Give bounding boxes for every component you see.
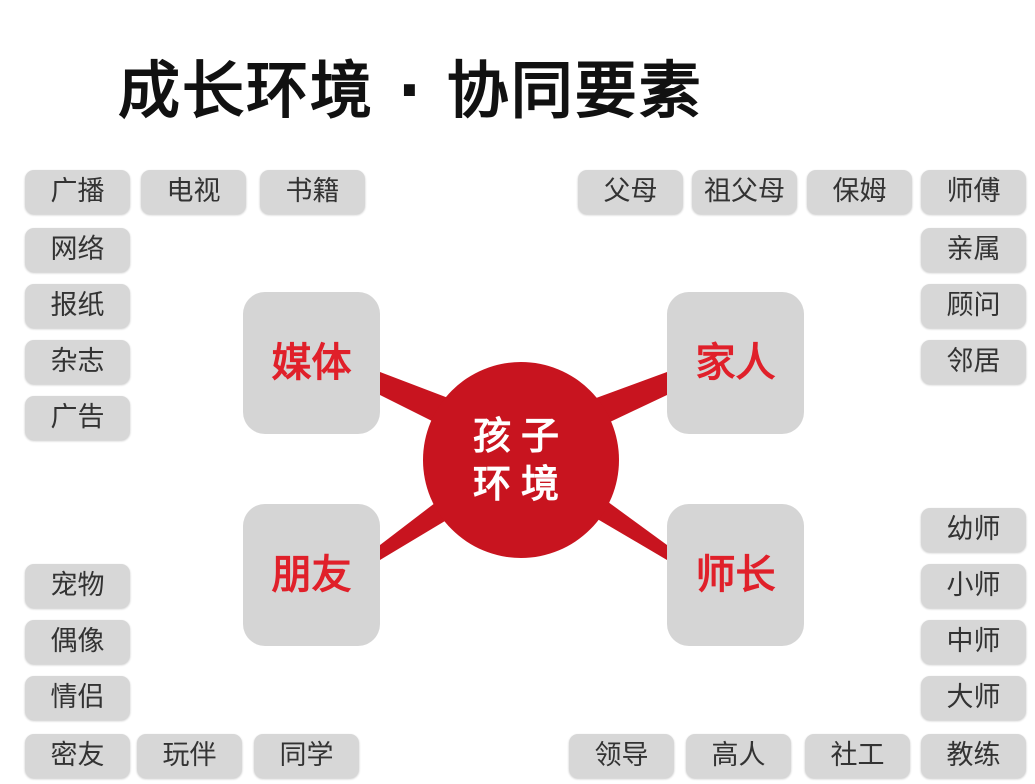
teacher-tag: 高人: [686, 734, 791, 778]
center-node: 孩子 环境: [423, 362, 619, 558]
page-title: 成长环境 · 协同要素: [118, 54, 703, 127]
friend-tag: 情侣: [25, 676, 130, 720]
media-tag: 广播: [25, 170, 130, 214]
family-tag: 邻居: [921, 340, 1026, 384]
family-tag: 父母: [578, 170, 683, 214]
media-tag: 书籍: [260, 170, 365, 214]
family-tag: 顾问: [921, 284, 1026, 328]
teacher-tag: 领导: [569, 734, 674, 778]
category-teachers: 师长: [667, 504, 804, 646]
teacher-tag: 幼师: [921, 508, 1026, 552]
friend-tag: 玩伴: [137, 734, 242, 778]
family-tag: 亲属: [921, 228, 1026, 272]
media-tag: 网络: [25, 228, 130, 272]
family-tag: 师傅: [921, 170, 1026, 214]
friend-tag: 偶像: [25, 620, 130, 664]
family-tag: 祖父母: [692, 170, 797, 214]
teacher-tag: 教练: [921, 734, 1026, 778]
media-tag: 广告: [25, 396, 130, 440]
media-tag: 报纸: [25, 284, 130, 328]
category-family: 家人: [667, 292, 804, 434]
category-media: 媒体: [243, 292, 380, 434]
teacher-tag: 社工: [805, 734, 910, 778]
media-tag: 杂志: [25, 340, 130, 384]
family-tag: 保姆: [807, 170, 912, 214]
teacher-tag: 小师: [921, 564, 1026, 608]
friend-tag: 宠物: [25, 564, 130, 608]
category-friends: 朋友: [243, 504, 380, 646]
friend-tag: 同学: [254, 734, 359, 778]
friend-tag: 密友: [25, 734, 130, 778]
media-tag: 电视: [141, 170, 246, 214]
teacher-tag: 中师: [921, 620, 1026, 664]
center-line-2: 环境: [472, 462, 569, 506]
center-line-1: 孩子: [472, 414, 569, 458]
teacher-tag: 大师: [921, 676, 1026, 720]
